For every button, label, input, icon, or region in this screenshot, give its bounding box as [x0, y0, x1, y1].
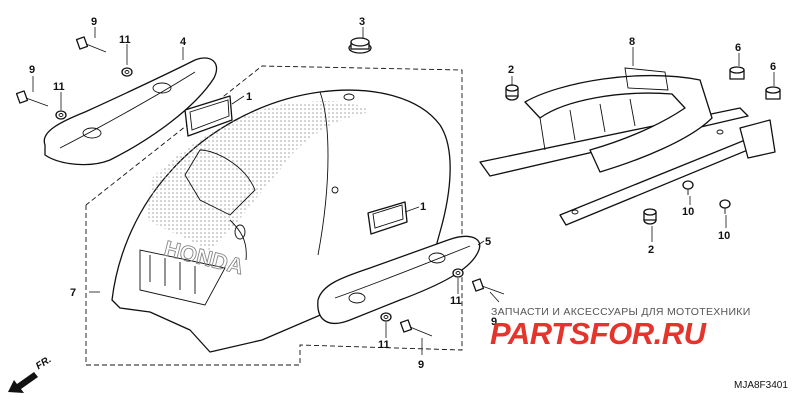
callout-1: 1 [246, 91, 252, 103]
reflector-upper [184, 95, 233, 137]
washer [121, 67, 133, 77]
front-direction-arrow-icon [8, 372, 38, 393]
washer [380, 312, 392, 322]
reflector-lower [367, 201, 408, 235]
callout-5: 5 [485, 236, 491, 248]
assembly-frame [85, 65, 463, 366]
bushing [729, 66, 745, 80]
rubber-cushion [505, 84, 519, 101]
grommet [348, 37, 372, 54]
callout-10: 10 [718, 230, 730, 242]
bolt [15, 90, 49, 107]
callout-9: 9 [418, 359, 424, 371]
callout-9: 9 [491, 316, 497, 328]
bolt [471, 278, 505, 295]
callout-6: 6 [735, 42, 741, 54]
callout-11: 11 [119, 34, 131, 46]
callout-10: 10 [682, 206, 694, 218]
callout-11: 11 [53, 81, 65, 93]
watermark-tagline: ЗАПЧАСТИ И АКСЕССУАРЫ ДЛЯ МОТОТЕХНИКИ [491, 306, 751, 318]
callout-9: 9 [91, 16, 97, 28]
callout-7: 7 [70, 287, 76, 299]
rubber-cushion-lower [643, 208, 657, 225]
washer [452, 268, 464, 278]
callout-9: 9 [29, 64, 35, 76]
callout-8: 8 [629, 36, 635, 48]
washer [55, 110, 67, 120]
bolt [399, 319, 433, 337]
callout-4: 4 [180, 36, 187, 48]
callout-6: 6 [770, 61, 776, 73]
callout-1: 1 [420, 201, 426, 213]
callout-2: 2 [508, 64, 514, 76]
honda-wing-pattern [148, 100, 370, 250]
fender-stay [479, 67, 776, 226]
callout-11: 11 [450, 295, 462, 307]
side-cover-upper [43, 57, 218, 166]
side-cover-lower [317, 235, 481, 324]
screw [682, 180, 694, 195]
bushing-right [765, 86, 781, 100]
callout-11: 11 [378, 339, 390, 351]
bolt [75, 36, 107, 53]
screw [719, 199, 731, 214]
diagram-code: MJA8F3401 [734, 380, 788, 391]
callout-3: 3 [359, 16, 365, 28]
callout-2: 2 [648, 244, 654, 256]
leader-lines [32, 27, 775, 355]
watermark-brand: PARTSFOR.RU [490, 316, 706, 351]
